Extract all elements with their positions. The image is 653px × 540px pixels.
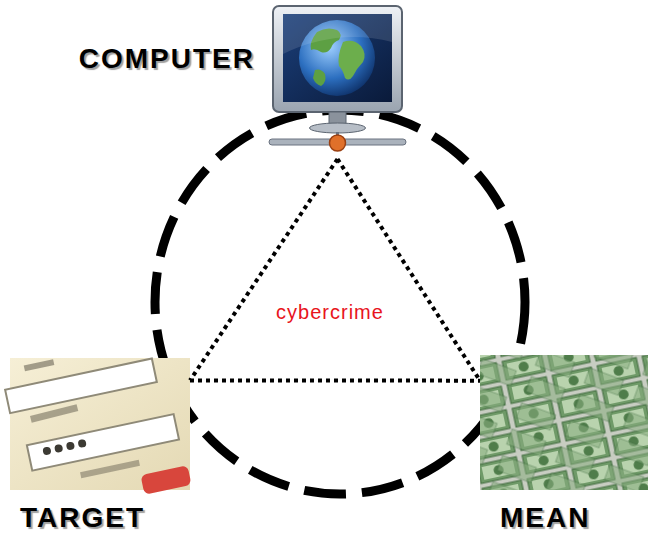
money-photo [480, 355, 648, 490]
dotted-connector [190, 378, 480, 382]
dashed-circle [155, 110, 525, 494]
node-heading: TARGET [20, 503, 145, 534]
node-heading: MEAN [500, 503, 590, 534]
dotted-connector [190, 159, 338, 380]
computer-node: COMPUTER [265, 2, 410, 159]
password-form-photo [5, 358, 191, 495]
dotted-connector [338, 159, 481, 381]
center-label: cybercrime [276, 300, 384, 324]
node-heading: COMPUTER [79, 44, 255, 75]
target-node: TARGET [10, 358, 190, 490]
computer-icon [269, 6, 406, 151]
mean-node: MEAN [480, 355, 648, 490]
